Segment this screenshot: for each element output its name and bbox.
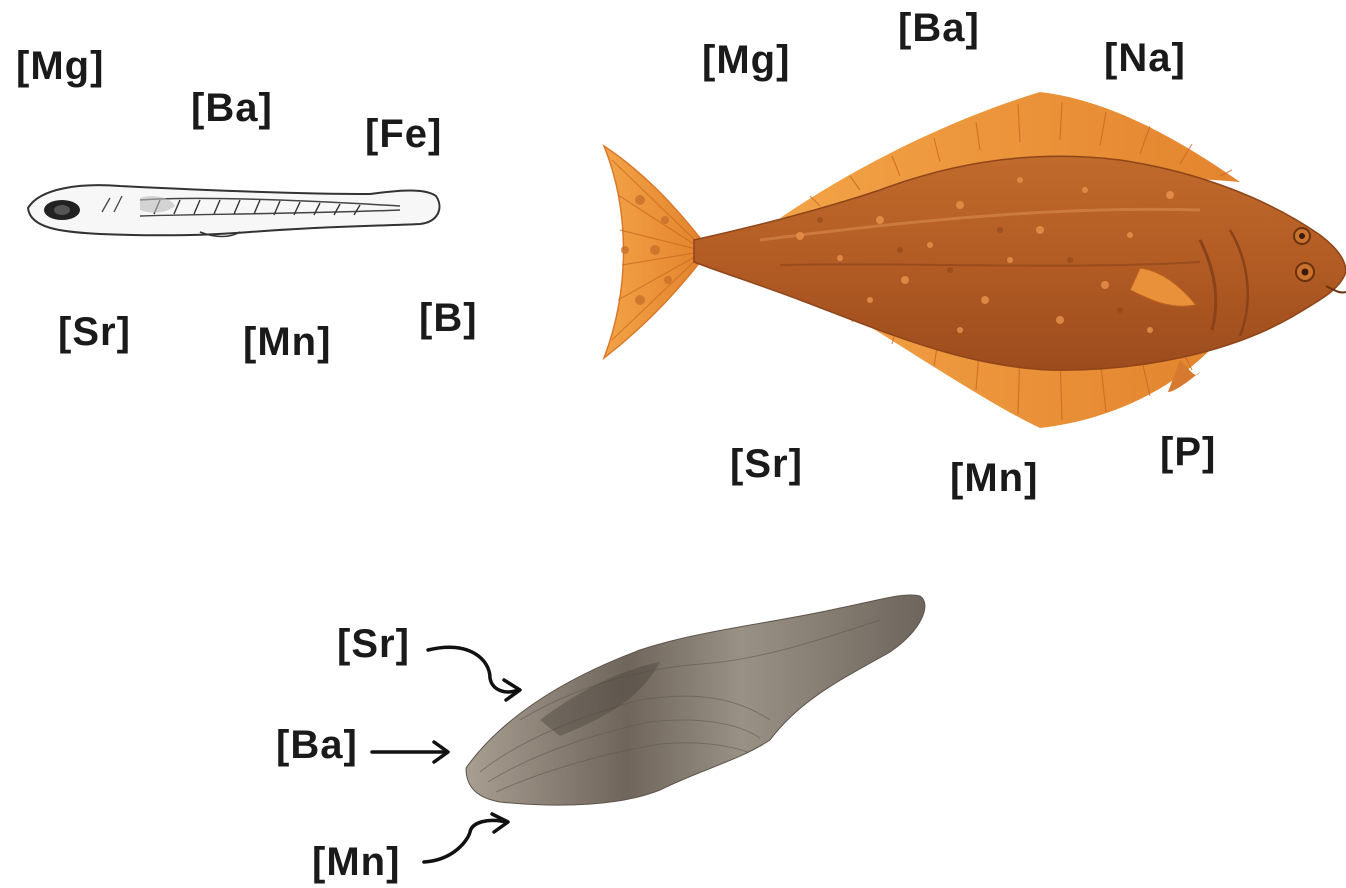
- otolith-label-ba: [Ba]: [276, 725, 358, 765]
- arrow-ba: [372, 742, 448, 762]
- larva-label-fe: [Fe]: [365, 114, 442, 154]
- arrow-mn: [424, 814, 508, 862]
- larva-illustration: [28, 185, 439, 236]
- adult-label-mn: [Mn]: [950, 458, 1038, 498]
- adult-label-ba: [Ba]: [898, 8, 980, 48]
- larva-label-b: [B]: [419, 298, 478, 338]
- otolith-illustration: [466, 595, 925, 805]
- adult-label-na: [Na]: [1104, 38, 1186, 78]
- larva-label-sr: [Sr]: [58, 312, 131, 352]
- adult-label-p: [P]: [1160, 432, 1216, 472]
- adult-flatfish-illustration: [604, 92, 1346, 428]
- arrow-sr: [428, 647, 520, 700]
- adult-label-mg: [Mg]: [702, 40, 790, 80]
- larva-label-ba: [Ba]: [191, 88, 273, 128]
- otolith-label-sr: [Sr]: [337, 624, 410, 664]
- larva-label-mn: [Mn]: [243, 322, 331, 362]
- otolith-label-mn: [Mn]: [312, 842, 400, 882]
- adult-label-sr: [Sr]: [730, 444, 803, 484]
- larva-label-mg: [Mg]: [16, 46, 104, 86]
